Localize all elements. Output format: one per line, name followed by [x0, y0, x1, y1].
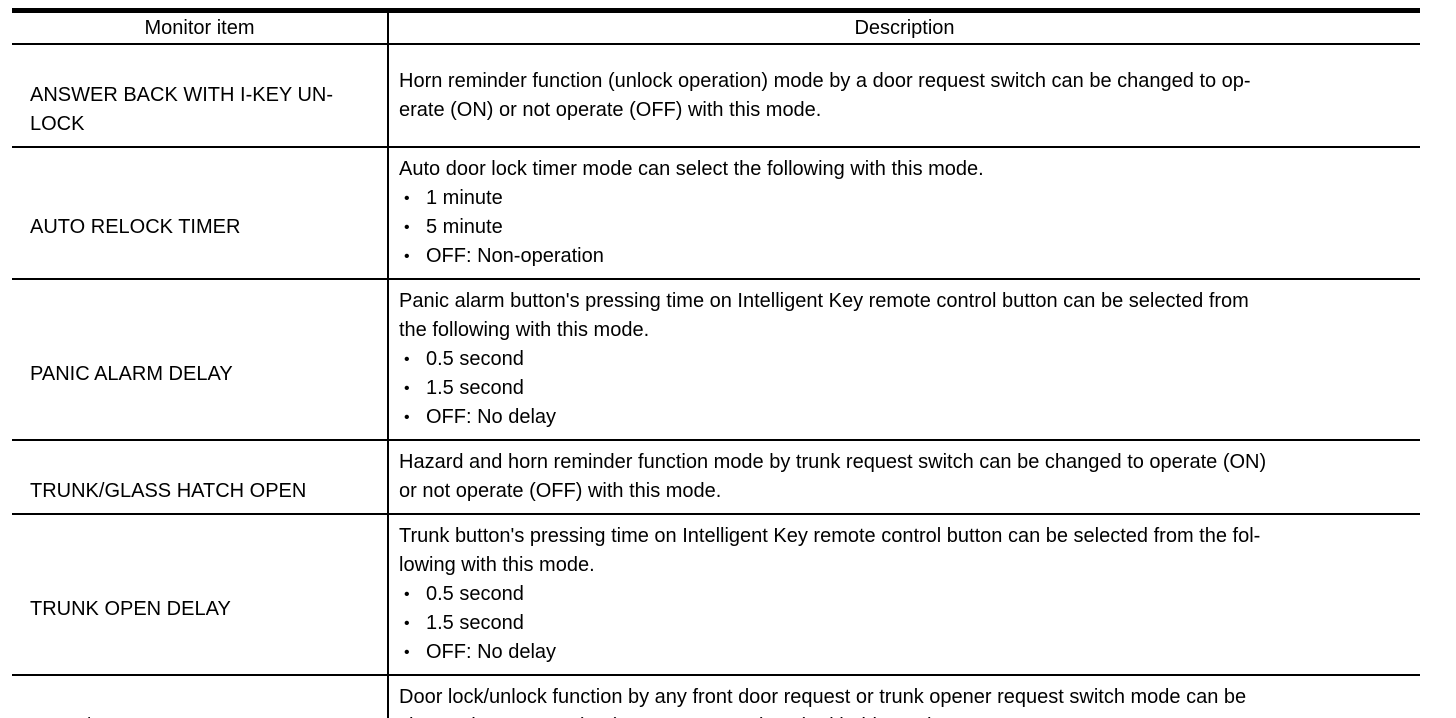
bullet-item: • 1.5 second	[399, 374, 1412, 403]
description-cell: Horn reminder function (unlock operation…	[388, 43, 1420, 147]
description-cell: Hazard and horn reminder function mode b…	[388, 439, 1420, 514]
table-row: LOCK/UNLOCK BY I-KEY Door lock/unlock fu…	[12, 674, 1420, 718]
description-text: Panic alarm button's pressing time on In…	[399, 290, 1249, 341]
monitor-item-label: AUTO RELOCK TIMER	[30, 216, 241, 238]
table-row: PANIC ALARM DELAY Panic alarm button's p…	[12, 278, 1420, 440]
bullet-label: 1 minute	[426, 187, 503, 209]
monitor-item-cell: PANIC ALARM DELAY	[12, 278, 389, 440]
monitor-item-cell: AUTO RELOCK TIMER	[12, 146, 389, 279]
description-cell: Panic alarm button's pressing time on In…	[388, 278, 1420, 440]
table-row: ANSWER BACK WITH I-KEY UN- LOCK Horn rem…	[12, 43, 1420, 147]
bullet-list: • 0.5 second • 1.5 second • OFF: No delay	[399, 580, 1412, 667]
monitor-item-cell: LOCK/UNLOCK BY I-KEY	[12, 674, 389, 718]
description-text: Trunk button's pressing time on Intellig…	[399, 525, 1261, 576]
table-row: TRUNK OPEN DELAY Trunk button's pressing…	[12, 513, 1420, 675]
bullet-icon: •	[404, 351, 410, 368]
bullet-icon: •	[404, 409, 410, 426]
description-cell: Trunk button's pressing time on Intellig…	[388, 513, 1420, 675]
monitor-item-label: PANIC ALARM DELAY	[30, 362, 233, 385]
bullet-icon: •	[404, 586, 410, 603]
bullet-icon: •	[404, 190, 410, 207]
bullet-label: 0.5 second	[426, 583, 524, 605]
monitor-item-label: ANSWER BACK WITH I-KEY UN- LOCK	[30, 84, 333, 135]
bullet-item: • OFF: Non-operation	[399, 242, 1412, 271]
bullet-icon: •	[404, 644, 410, 661]
description-cell: Door lock/unlock function by any front d…	[388, 674, 1420, 718]
table-row: TRUNK/GLASS HATCH OPEN Hazard and horn r…	[12, 439, 1420, 514]
bullet-list: • 0.5 second • 1.5 second • OFF: No delay	[399, 345, 1412, 432]
bullet-item: • 5 minute	[399, 213, 1412, 242]
description-text: Horn reminder function (unlock operation…	[399, 69, 1251, 121]
bullet-label: 1.5 second	[426, 612, 524, 634]
bullet-list: • 1 minute • 5 minute • OFF: Non-operation	[399, 184, 1412, 271]
bullet-label: 0.5 second	[426, 348, 524, 370]
monitor-item-cell: TRUNK/GLASS HATCH OPEN	[12, 439, 389, 514]
bullet-label: 5 minute	[426, 216, 503, 238]
bullet-item: • 1.5 second	[399, 609, 1412, 638]
bullet-item: • 1 minute	[399, 184, 1412, 213]
monitor-item-label: LOCK/UNLOCK BY I-KEY	[30, 715, 263, 718]
description-text: Hazard and horn reminder function mode b…	[399, 451, 1267, 502]
column-header-description: Description	[388, 10, 1420, 45]
table-header-row: Monitor item Description	[12, 10, 1420, 45]
bullet-label: OFF: Non-operation	[426, 245, 604, 267]
table-body: ANSWER BACK WITH I-KEY UN- LOCK Horn rem…	[12, 43, 1420, 718]
bullet-label: 1.5 second	[426, 377, 524, 399]
bullet-item: • OFF: No delay	[399, 403, 1412, 432]
monitor-item-cell: TRUNK OPEN DELAY	[12, 513, 389, 675]
description-cell: Auto door lock timer mode can select the…	[388, 146, 1420, 279]
bullet-label: OFF: No delay	[426, 641, 557, 663]
description-text: Auto door lock timer mode can select the…	[399, 158, 984, 180]
bullet-item: • OFF: No delay	[399, 638, 1412, 667]
description-text: Door lock/unlock function by any front d…	[399, 686, 1247, 718]
bullet-item: • 0.5 second	[399, 345, 1412, 374]
monitor-items-table: Monitor item Description ANSWER BACK WIT…	[12, 8, 1420, 718]
monitor-item-cell: ANSWER BACK WITH I-KEY UN- LOCK	[12, 43, 389, 147]
monitor-item-label: TRUNK OPEN DELAY	[30, 597, 231, 620]
column-header-monitor-item: Monitor item	[12, 10, 389, 45]
bullet-icon: •	[404, 219, 410, 236]
bullet-item: • 0.5 second	[399, 580, 1412, 609]
bullet-icon: •	[404, 615, 410, 632]
table-row: AUTO RELOCK TIMER Auto door lock timer m…	[12, 146, 1420, 279]
bullet-icon: •	[404, 380, 410, 397]
bullet-icon: •	[404, 248, 410, 265]
bullet-label: OFF: No delay	[426, 406, 557, 428]
monitor-item-label: TRUNK/GLASS HATCH OPEN	[30, 480, 307, 502]
